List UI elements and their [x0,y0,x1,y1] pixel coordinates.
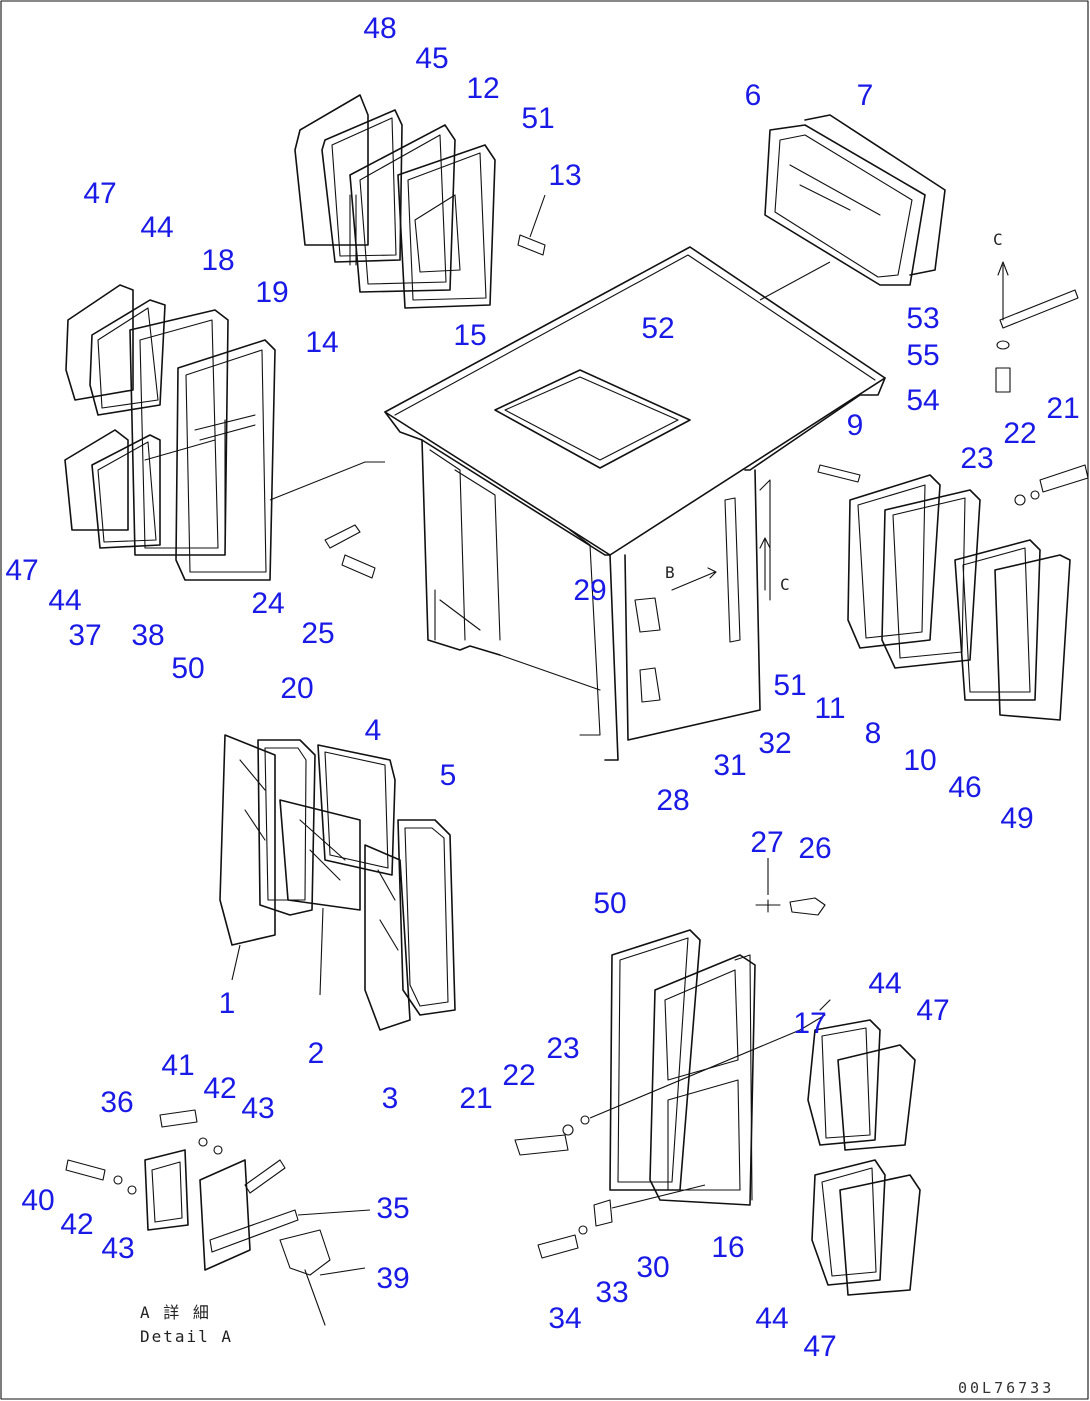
callout-2: 2 [308,1037,325,1070]
callout-41: 41 [161,1049,194,1082]
detail-label-en: Detail A [140,1327,233,1346]
callout-42: 42 [203,1072,236,1105]
upper-window-stack [294,94,546,309]
callout-52: 52 [641,312,674,345]
detail-a-lock [65,1109,371,1326]
callout-33: 33 [595,1276,628,1309]
callout-45: 45 [415,42,448,75]
callout-40: 40 [21,1184,54,1217]
callout-51: 51 [773,669,806,702]
callout-47: 47 [916,994,949,1027]
callout-9: 9 [847,409,864,442]
callout-17: 17 [793,1007,826,1040]
callout-44: 44 [868,967,901,1000]
callout-38: 38 [131,619,164,652]
callout-29: 29 [573,574,606,607]
callout-1: 1 [219,987,236,1020]
callout-43: 43 [101,1232,134,1265]
callout-8: 8 [865,717,882,750]
callout-37: 37 [68,619,101,652]
callout-15: 15 [453,319,486,352]
wiper-parts: C [993,230,1079,393]
pin-and-knob [755,858,826,916]
callout-24: 24 [251,587,284,620]
callout-51: 51 [521,102,554,135]
callout-10: 10 [903,744,936,777]
callout-19: 19 [255,276,288,309]
callout-50: 50 [593,887,626,920]
callout-44: 44 [755,1302,788,1335]
svg-text:C: C [993,230,1005,249]
callout-18: 18 [201,244,234,277]
callout-55: 55 [906,339,939,372]
callout-48: 48 [363,12,396,45]
right-window-stack [817,464,1089,721]
callout-14: 14 [305,326,338,359]
svg-text:C: C [780,575,792,594]
callout-32: 32 [758,727,791,760]
callout-6: 6 [745,79,762,112]
callout-43: 43 [241,1092,274,1125]
callout-12: 12 [466,72,499,105]
callout-7: 7 [857,79,874,112]
svg-text:B: B [665,563,677,582]
detail-label-jp: A 詳 細 [140,1303,211,1322]
left-door-stack [64,284,376,581]
callout-47: 47 [83,177,116,210]
callout-28: 28 [656,784,689,817]
callout-21: 21 [459,1082,492,1115]
callout-20: 20 [280,672,313,705]
callout-47: 47 [5,554,38,587]
front-glass-group [219,734,456,1031]
callout-4: 4 [365,714,382,747]
right-door-assembly [514,929,921,1296]
callout-49: 49 [1000,802,1033,835]
callout-3: 3 [382,1082,399,1115]
callout-27: 27 [750,826,783,859]
roof-hatch [494,369,691,469]
callout-34: 34 [548,1302,581,1335]
callout-22: 22 [502,1059,535,1092]
callout-53: 53 [906,302,939,335]
callout-44: 44 [48,584,81,617]
rear-window [764,114,946,286]
callout-44: 44 [140,211,173,244]
callout-26: 26 [798,832,831,865]
callout-47: 47 [803,1330,836,1363]
callout-30: 30 [636,1251,669,1284]
callout-13: 13 [548,159,581,192]
callout-50: 50 [171,652,204,685]
callout-25: 25 [301,617,334,650]
callout-21: 21 [1046,392,1079,425]
callout-35: 35 [376,1192,409,1225]
callout-23: 23 [960,442,993,475]
callout-11: 11 [814,692,845,725]
callout-39: 39 [376,1262,409,1295]
callout-16: 16 [711,1231,744,1264]
callout-31: 31 [713,749,746,782]
drawing-code: 00L76733 [958,1379,1054,1397]
callout-46: 46 [948,771,981,804]
callout-22: 22 [1003,417,1036,450]
cab-body: B C [269,246,886,761]
callout-23: 23 [546,1032,579,1065]
callout-42: 42 [60,1208,93,1241]
callout-36: 36 [100,1086,133,1119]
callout-5: 5 [440,759,457,792]
callout-54: 54 [906,384,939,417]
